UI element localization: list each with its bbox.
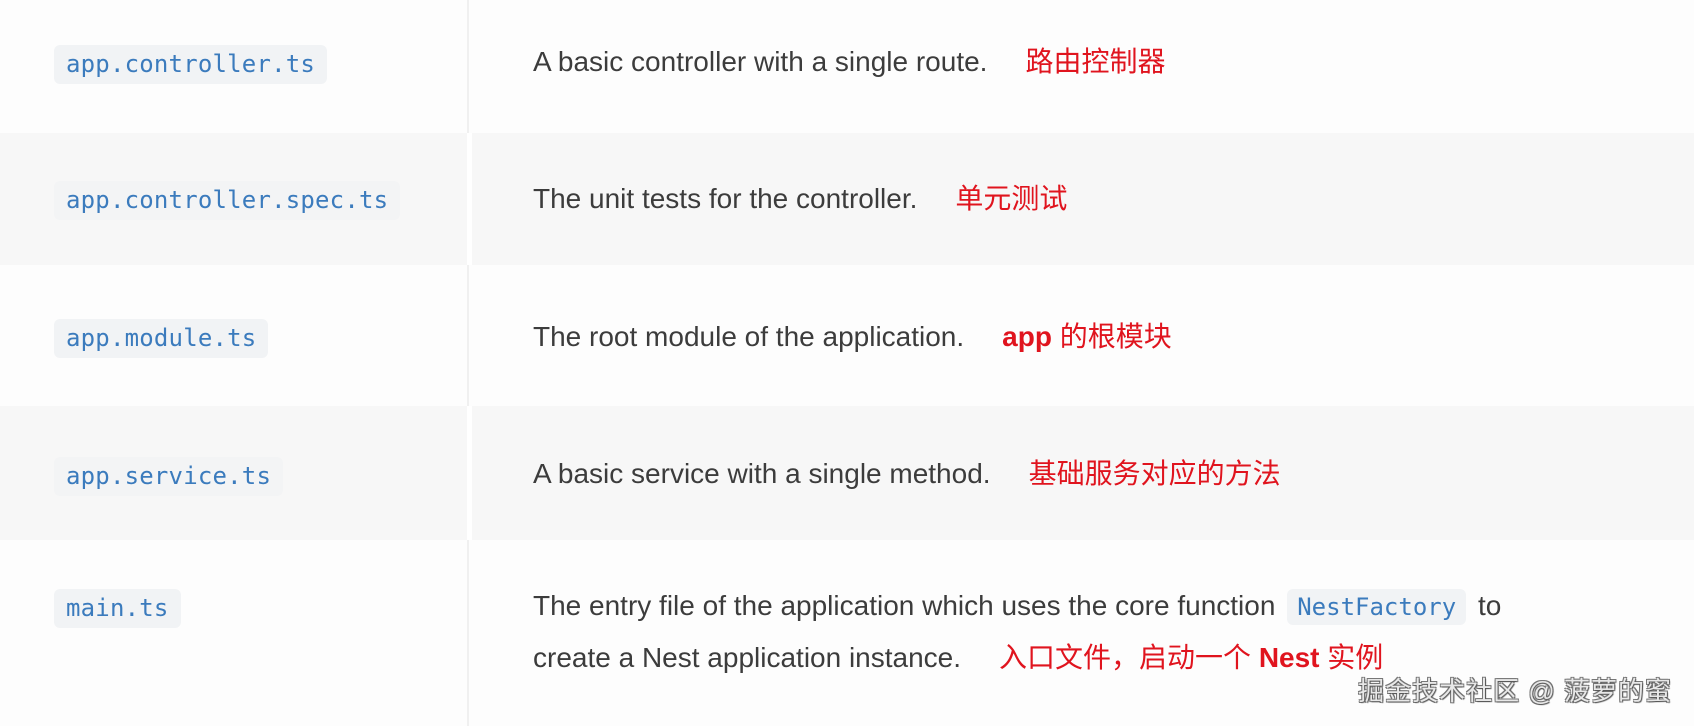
file-name-code: app.controller.ts [54,45,328,84]
inline-code-nestfactory: NestFactory [1287,589,1467,625]
annotation-note: 入口文件，启动一个 Nest 实例 [999,642,1384,673]
description: A basic controller with a single route. [533,46,988,77]
file-cell: app.controller.ts [0,0,469,133]
file-name-code: app.controller.spec.ts [54,181,401,220]
table-row: app.controller.spec.ts The unit tests fo… [0,133,1694,265]
annotation-bold: app [1002,321,1052,352]
annotation-note: app 的根模块 [1002,321,1172,352]
description-text: A basic service with a single method. 基础服… [533,448,1281,500]
file-name-code: app.module.ts [54,319,269,358]
file-cell: app.service.ts [0,406,472,540]
description-text-line1: The entry file of the application which … [533,580,1501,633]
table-row: app.service.ts A basic service with a si… [0,406,1694,540]
table-row: app.module.ts The root module of the app… [0,265,1694,406]
file-cell: app.controller.spec.ts [0,133,472,265]
table-row: app.controller.ts A basic controller wit… [0,0,1694,133]
description-cell: The root module of the application. app 的… [469,265,1694,406]
table-row: main.ts The entry file of the applicatio… [0,540,1694,726]
annotation-note: 单元测试 [955,183,1068,214]
description: The unit tests for the controller. [533,183,918,214]
file-name-code: main.ts [54,589,181,628]
description: A basic service with a single method. [533,458,991,489]
description-text-line2: create a Nest application instance.入口文件，… [533,642,1384,673]
description-text: The unit tests for the controller. 单元测试 [533,173,1067,225]
file-cell: app.module.ts [0,265,469,406]
description-text: A basic controller with a single route. 路… [533,36,1165,88]
annotation-note: 基础服务对应的方法 [1028,458,1281,489]
file-cell: main.ts [0,540,469,726]
description-cell: A basic service with a single method. 基础服… [472,406,1694,540]
description-text: The root module of the application. app 的… [533,311,1172,363]
file-name-code: app.service.ts [54,457,284,496]
annotation-bold: Nest [1258,642,1320,673]
annotation-note: 路由控制器 [1025,46,1166,77]
description-cell: The unit tests for the controller. 单元测试 [472,133,1694,265]
description-cell: A basic controller with a single route. 路… [469,0,1694,133]
description: The root module of the application. [533,321,965,352]
description-cell: The entry file of the application which … [469,540,1694,726]
watermark: 掘金技术社区 @ 菠萝的蜜 [1358,676,1672,706]
